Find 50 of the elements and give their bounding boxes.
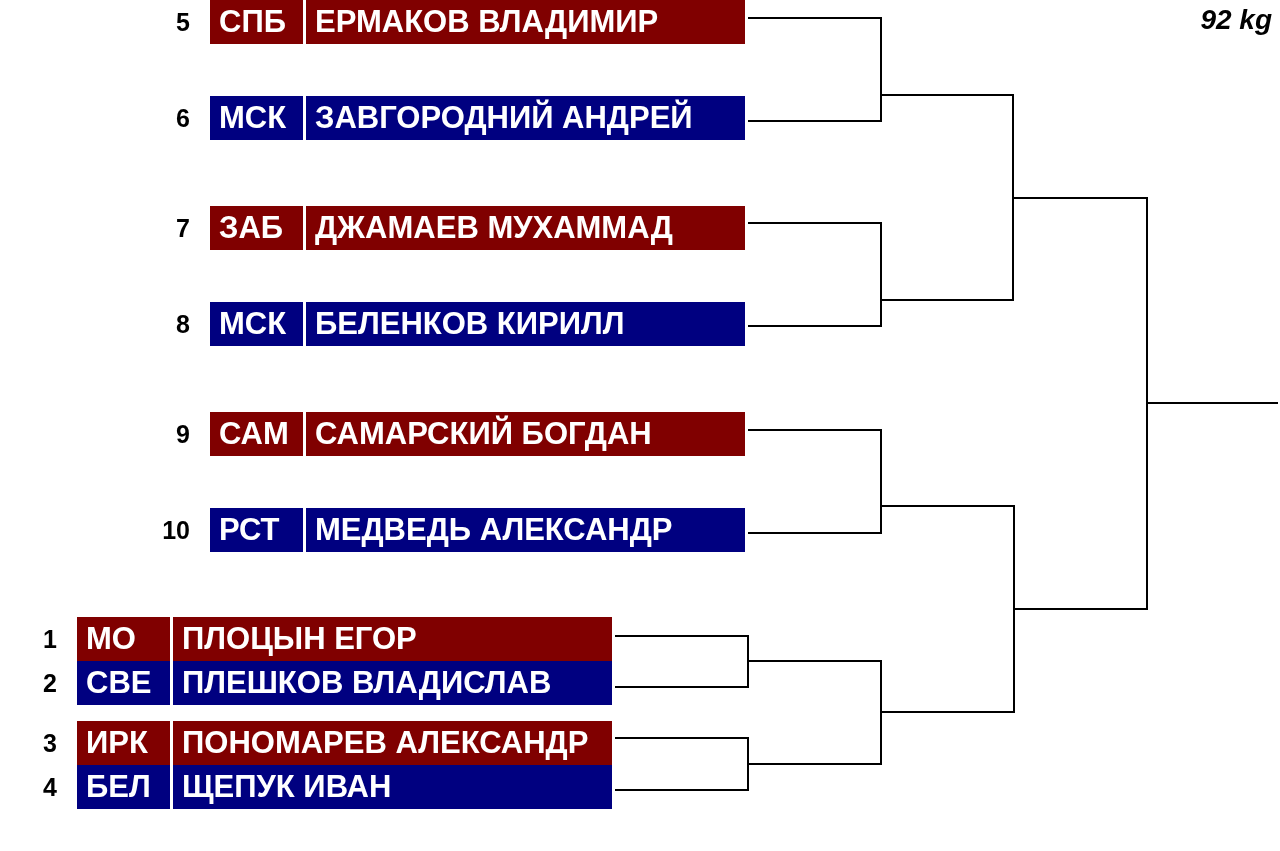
region-code: МО <box>86 620 136 658</box>
region-code: РСТ <box>219 511 280 549</box>
bracket-line <box>747 222 882 301</box>
bracket-line <box>1146 402 1279 404</box>
seed-number: 2 <box>43 668 57 699</box>
seed-number: 7 <box>176 213 190 244</box>
athlete-name: БЕЛЕНКОВ КИРИЛЛ <box>315 305 625 343</box>
athlete-name: ПЛЕШКОВ ВЛАДИСЛАВ <box>182 664 552 702</box>
bracket-line <box>614 660 749 688</box>
athlete-name: ПЛОЦЫН ЕГОР <box>182 620 417 658</box>
bracket-line <box>880 197 1014 301</box>
bracket-line <box>747 505 882 534</box>
athlete-name: ЕРМАКОВ ВЛАДИМИР <box>315 3 659 41</box>
bracket-line <box>1012 197 1148 404</box>
bracket-line <box>747 711 882 765</box>
seed-number: 5 <box>176 7 190 38</box>
bracket-line <box>1013 402 1148 610</box>
seed-number: 4 <box>43 772 57 803</box>
athlete-name: ЩЕПУК ИВАН <box>182 768 392 806</box>
weight-class-title: 92 kg <box>1200 3 1272 37</box>
athlete-name: САМАРСКИЙ БОГДАН <box>315 414 652 453</box>
region-code: ЗАБ <box>219 209 284 247</box>
seed-number: 6 <box>176 103 190 134</box>
bracket-line <box>747 94 882 122</box>
region-code: СВЕ <box>86 664 152 702</box>
region-code: БЕЛ <box>86 768 151 806</box>
bracket-line <box>614 737 749 765</box>
bracket-line <box>880 505 1015 610</box>
athlete-name: ПОНОМАРЕВ АЛЕКСАНДР <box>182 724 589 762</box>
bracket-line <box>747 299 882 327</box>
region-code: МСК <box>219 99 287 137</box>
bracket-line <box>880 608 1015 713</box>
bracket-line <box>747 660 882 713</box>
bracket-line <box>747 17 882 96</box>
seed-number: 3 <box>43 728 57 759</box>
bracket-line <box>614 635 749 662</box>
region-code: СПБ <box>219 3 286 41</box>
region-code: ИРК <box>86 724 148 762</box>
athlete-name: ДЖАМАЕВ МУХАММАД <box>315 209 673 247</box>
seed-number: 9 <box>176 419 190 450</box>
bracket-line <box>747 429 882 507</box>
bracket-line <box>880 94 1014 199</box>
seed-number: 8 <box>176 309 190 340</box>
seed-number: 10 <box>162 515 190 546</box>
seed-number: 1 <box>43 624 57 655</box>
bracket-line <box>614 763 749 791</box>
athlete-name: МЕДВЕДЬ АЛЕКСАНДР <box>315 511 673 549</box>
athlete-name: ЗАВГОРОДНИЙ АНДРЕЙ <box>315 98 693 137</box>
region-code: МСК <box>219 305 287 343</box>
region-code: САМ <box>219 415 289 453</box>
